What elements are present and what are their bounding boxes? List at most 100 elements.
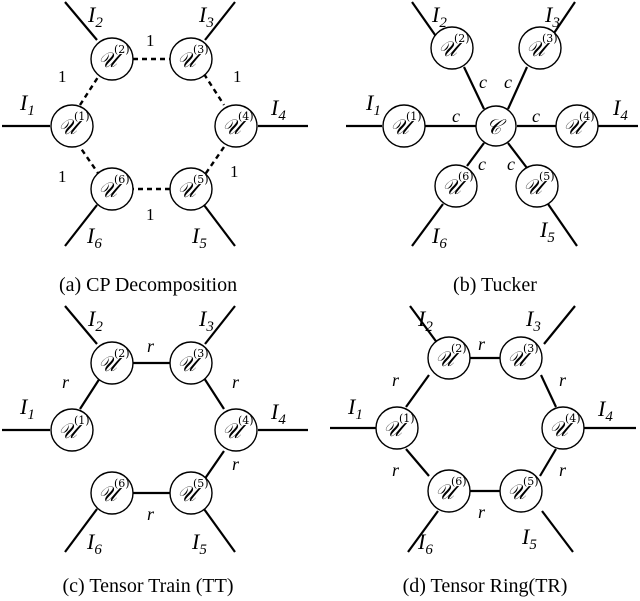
svg-text:(6): (6) (451, 475, 467, 488)
leg-6 (411, 203, 444, 247)
mode-label-2: I2 (87, 2, 103, 31)
node-u3: 𝒰(3) (518, 26, 562, 70)
mode-label-4: I4 (270, 399, 286, 428)
svg-text:(1): (1) (74, 414, 90, 427)
svg-text:(6): (6) (114, 477, 130, 490)
leg-2 (64, 1, 98, 41)
node-u5: 𝒰(5) (499, 469, 543, 513)
leg-5 (203, 508, 236, 553)
panel-tensor-train: 𝒰(1) 𝒰(2) 𝒰(3) 𝒰(4) 𝒰(5) 𝒰(6) I1 I2 I3 I… (2, 305, 308, 597)
mode-label-1: I1 (365, 90, 381, 119)
mode-label-5: I5 (539, 217, 555, 246)
svg-text:(4): (4) (579, 110, 595, 123)
mode-label-4: I4 (270, 95, 286, 124)
mode-label-6: I6 (86, 529, 102, 558)
node-u5: 𝒰(5) (515, 164, 559, 208)
rank-label: r (392, 460, 400, 480)
node-u6: 𝒰(6) (434, 164, 478, 208)
rank-label: c (479, 72, 487, 92)
node-u3: 𝒰(3) (169, 37, 213, 81)
mode-label-3: I3 (525, 306, 541, 335)
node-u3: 𝒰(3) (499, 336, 543, 380)
panel-tucker: 𝒞 𝒰(1) 𝒰(2) 𝒰(3) 𝒰(4) 𝒰(5) 𝒰(6) I1 I2 I3… (346, 1, 638, 296)
bond-3-4 (202, 73, 226, 106)
svg-text:(4): (4) (238, 414, 254, 427)
rank-label: r (147, 336, 155, 356)
svg-text:(4): (4) (565, 412, 581, 425)
rank-label: 1 (58, 167, 67, 186)
node-u6: 𝒰(6) (90, 167, 134, 211)
bond-core-5 (507, 142, 528, 169)
rank-label: r (478, 502, 486, 522)
node-u6: 𝒰(6) (427, 469, 471, 513)
mode-label-5: I5 (191, 529, 207, 558)
mode-label-5: I5 (521, 524, 537, 553)
rank-label: r (62, 372, 70, 392)
mode-label-1: I1 (19, 394, 35, 423)
rank-label: 1 (230, 162, 239, 181)
svg-text:(4): (4) (238, 110, 254, 123)
bond-3-4 (540, 374, 557, 408)
leg-3 (543, 305, 576, 345)
caption-tr: (d) Tensor Ring(TR) (403, 575, 568, 597)
leg-2 (409, 305, 439, 345)
rank-label: c (504, 72, 512, 92)
bond-1-2 (78, 73, 102, 106)
bond-1-2 (79, 377, 101, 410)
svg-text:(3): (3) (193, 347, 209, 360)
rank-label: c (532, 106, 540, 126)
svg-text:(1): (1) (74, 110, 90, 123)
rank-label: c (507, 154, 515, 174)
bond-4-5 (539, 448, 557, 477)
leg-2 (64, 305, 98, 345)
mode-label-3: I3 (198, 306, 214, 335)
mode-label-5: I5 (191, 223, 207, 252)
rank-label: 1 (58, 67, 67, 86)
panel-tensor-ring: 𝒰(1) 𝒰(2) 𝒰(3) 𝒰(4) 𝒰(5) 𝒰(6) I1 I2 I3 I… (330, 305, 636, 597)
rank-label: c (452, 106, 460, 126)
leg-5 (547, 203, 578, 247)
bond-6-1 (79, 146, 101, 177)
mode-label-4: I4 (612, 95, 628, 124)
node-u2: 𝒰(2) (90, 37, 134, 81)
bond-core-3 (506, 66, 529, 110)
node-u4: 𝒰(4) (541, 406, 585, 450)
rank-label: r (232, 454, 240, 474)
mode-label-2: I2 (431, 2, 447, 31)
core-tensor: 𝒞 (475, 105, 517, 147)
node-u5: 𝒰(5) (169, 167, 213, 211)
leg-6 (407, 510, 439, 553)
rank-label: 1 (233, 67, 242, 86)
node-u2: 𝒰(2) (430, 26, 474, 70)
node-u1: 𝒰(1) (375, 406, 419, 450)
node-u4: 𝒰(4) (555, 104, 599, 148)
node-u2: 𝒰(2) (427, 336, 471, 380)
node-u6: 𝒰(6) (90, 471, 134, 515)
rank-label: r (232, 372, 240, 392)
mode-label-1: I1 (347, 394, 363, 423)
rank-label: c (478, 154, 486, 174)
svg-text:(5): (5) (539, 170, 555, 183)
node-u3: 𝒰(3) (169, 341, 213, 385)
svg-text:(3): (3) (523, 342, 539, 355)
rank-label: r (559, 370, 567, 390)
bond-1-2 (405, 374, 430, 408)
node-u2: 𝒰(2) (90, 341, 134, 385)
bond-3-4 (203, 377, 225, 410)
node-u4: 𝒰(4) (214, 408, 258, 452)
node-u1: 𝒰(1) (50, 104, 94, 148)
svg-text:(6): (6) (458, 170, 474, 183)
caption-tucker: (b) Tucker (453, 274, 537, 296)
bond-4-5 (203, 146, 225, 177)
rank-label: r (147, 504, 155, 524)
mode-label-6: I6 (431, 223, 447, 252)
mode-label-1: I1 (19, 90, 35, 119)
leg-6 (64, 204, 98, 247)
svg-text:(5): (5) (193, 173, 209, 186)
svg-text:(5): (5) (193, 477, 209, 490)
bond-core-6 (466, 142, 485, 167)
node-u5: 𝒰(5) (169, 471, 213, 515)
leg-6 (64, 508, 98, 553)
caption-cp: (a) CP Decomposition (59, 274, 237, 296)
